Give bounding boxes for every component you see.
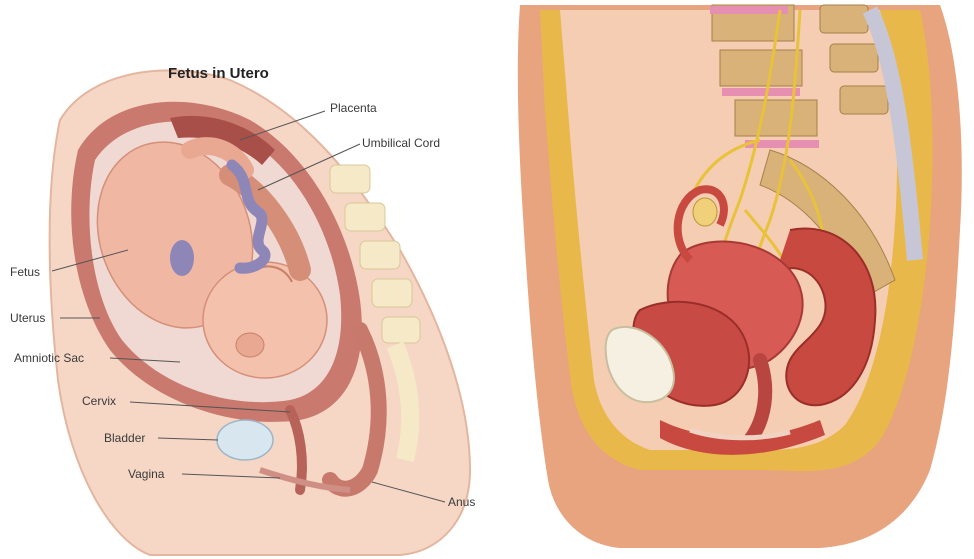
label-fetus: Fetus [10,265,40,279]
label-umbilical-cord: Umbilical Cord [362,136,440,150]
label-amniotic-sac: Amniotic Sac [14,351,84,365]
left-illustration: Fetus in Utero Placenta Umbilical Cord F… [10,65,475,555]
cord-loop [170,240,194,276]
label-vagina: Vagina [128,467,165,481]
label-bladder: Bladder [104,431,145,445]
bladder [217,420,273,460]
label-cervix: Cervix [82,394,116,408]
label-uterus: Uterus [10,311,45,325]
ovary [693,198,717,226]
diagram-title: Fetus in Utero [168,65,269,82]
label-anus: Anus [448,495,475,509]
right-illustration [518,5,962,548]
label-placenta: Placenta [330,101,377,115]
